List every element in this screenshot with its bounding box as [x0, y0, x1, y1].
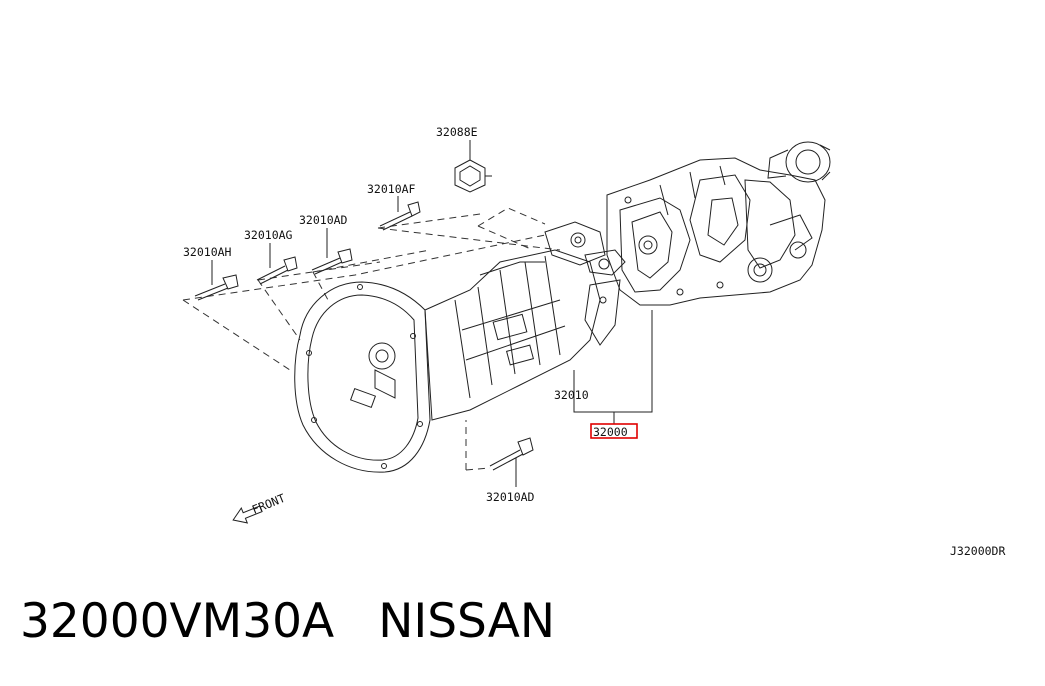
bolt-32010AF	[379, 201, 421, 231]
brand-name: NISSAN	[378, 594, 556, 649]
assembly-highlight-box	[590, 423, 638, 439]
shift-cover	[544, 221, 626, 346]
front-arrow-icon	[232, 505, 263, 524]
transmission-case	[424, 249, 601, 421]
dashed-leaders	[182, 207, 561, 471]
part-number: 32000VM30A	[20, 594, 335, 649]
label-32010AH: 32010AH	[183, 245, 232, 259]
bolt-32010AG	[256, 256, 298, 285]
bolt-32010AD-bottom	[489, 437, 534, 471]
label-leaders	[211, 140, 653, 487]
label-32088E: 32088E	[436, 125, 478, 139]
sensor-32088E	[454, 150, 492, 193]
drawing-code: J32000DR	[950, 544, 1005, 558]
label-32010AF: 32010AF	[367, 182, 416, 196]
label-32010AD-top: 32010AD	[299, 213, 348, 227]
bolt-32010AH	[194, 274, 239, 301]
bolt-32010AD-top	[311, 248, 353, 275]
output-flange	[767, 141, 831, 183]
label-32010: 32010	[554, 388, 589, 402]
bellhousing	[294, 281, 431, 473]
label-32010AG: 32010AG	[244, 228, 293, 242]
label-32000: 32000	[593, 425, 628, 439]
transfer-case	[606, 157, 826, 306]
label-32010AD-bottom: 32010AD	[486, 490, 535, 504]
label-front: FRONT	[250, 491, 287, 517]
